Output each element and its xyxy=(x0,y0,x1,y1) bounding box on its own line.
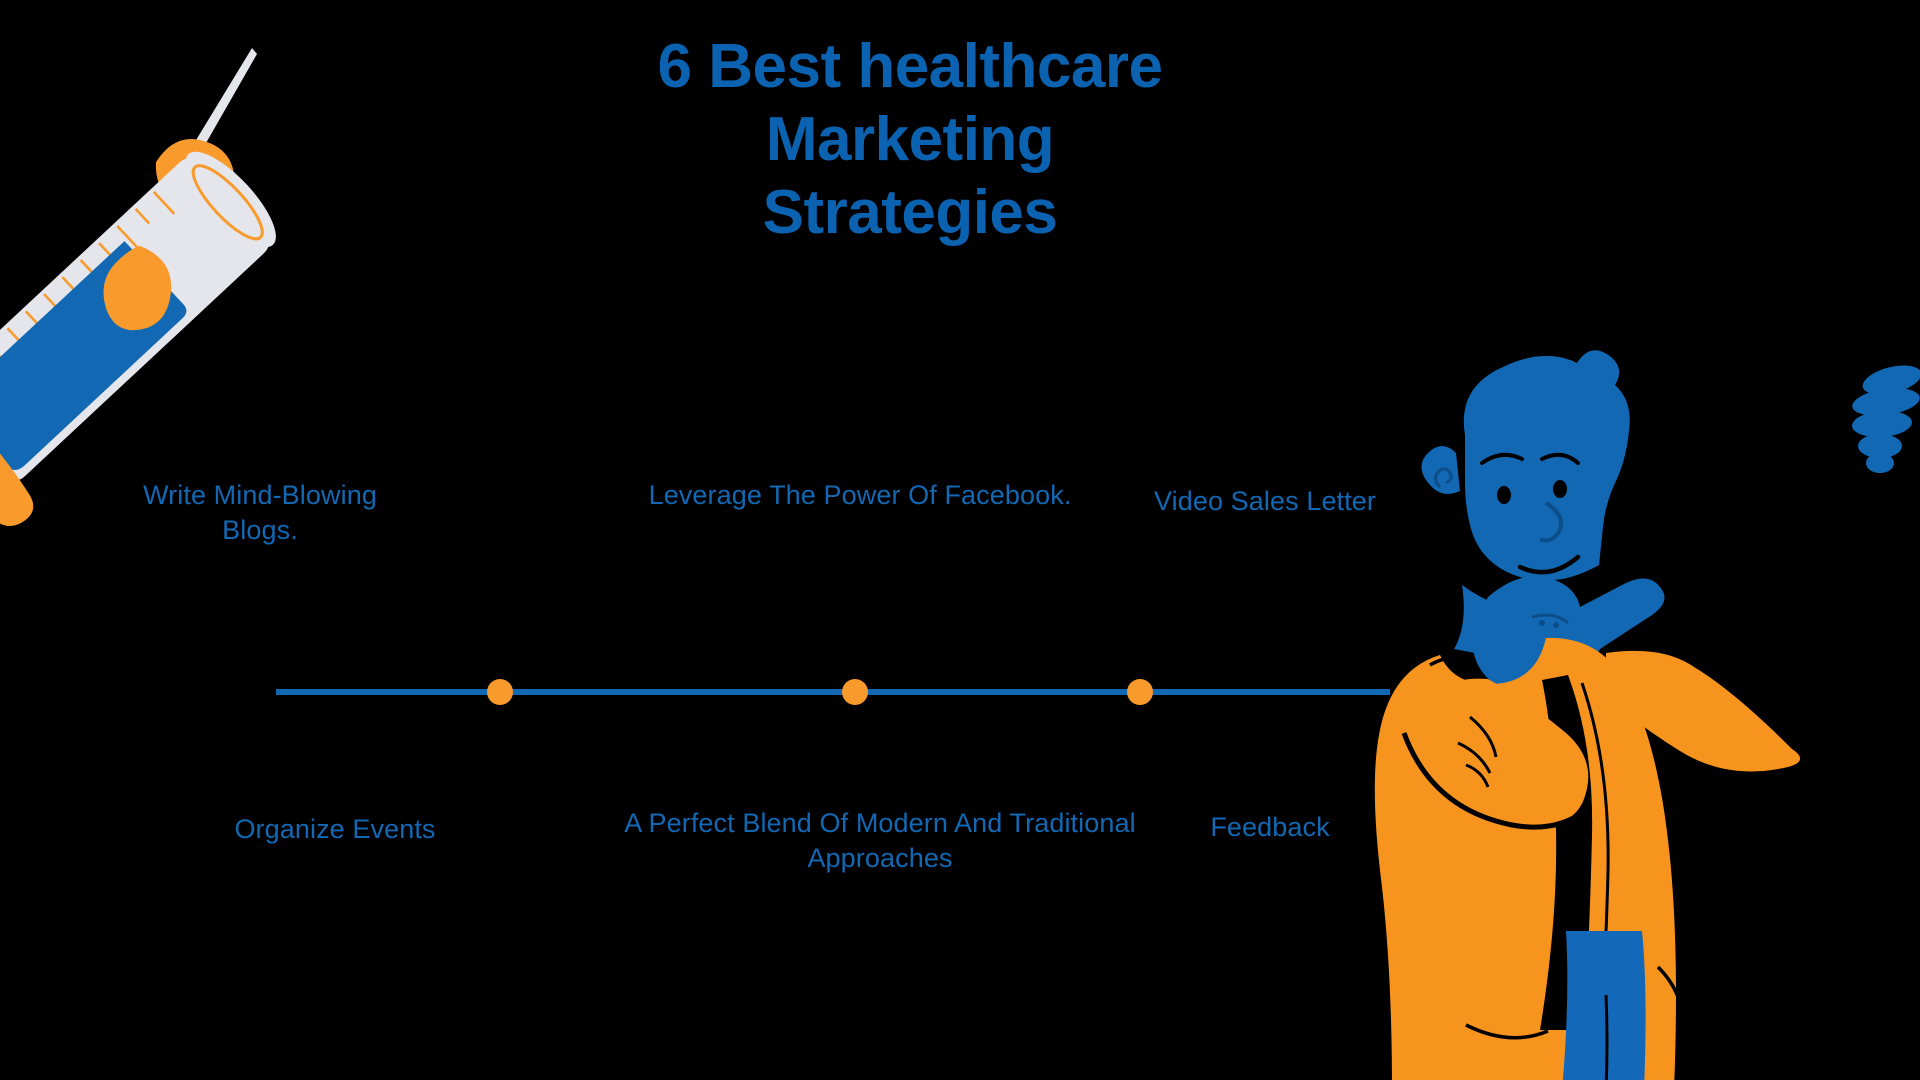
person-hand xyxy=(1472,576,1665,694)
syringe-needle-icon xyxy=(190,48,257,157)
strategy-label-feedback: Feedback xyxy=(1210,812,1330,842)
page-title: 6 Best healthcare Marketing Strategies xyxy=(510,30,1310,249)
strategy-label-video-sales-letter: Video Sales Letter xyxy=(1154,486,1376,516)
person-jacket xyxy=(1374,637,1801,1080)
syringe-plunger-seal xyxy=(103,245,172,331)
timeline-dot-3[interactable] xyxy=(1127,679,1153,705)
strategy-label-write-blogs: Write Mind-Blowing Blogs. xyxy=(143,480,377,545)
syringe-illustration xyxy=(0,48,276,527)
syringe-barrel xyxy=(0,151,276,527)
title-line-2: Marketing xyxy=(765,105,1055,175)
person-trousers xyxy=(1562,931,1646,1080)
title-line-1: 6 Best healthcare xyxy=(657,32,1163,101)
strategy-label-perfect-blend: A Perfect Blend Of Modern And Traditiona… xyxy=(624,808,1136,873)
strategy-label-organize-events: Organize Events xyxy=(234,814,436,844)
timeline-axis xyxy=(276,689,1390,695)
timeline-dot-1[interactable] xyxy=(487,679,513,705)
title-line-3: Strategies xyxy=(762,178,1058,248)
timeline-dot-2[interactable] xyxy=(842,679,868,705)
thinking-man-illustration xyxy=(1374,350,1801,1080)
lightbulb-coil-icon xyxy=(1852,365,1920,473)
strategy-label-leverage-facebook: Leverage The Power Of Facebook. xyxy=(648,480,1072,510)
